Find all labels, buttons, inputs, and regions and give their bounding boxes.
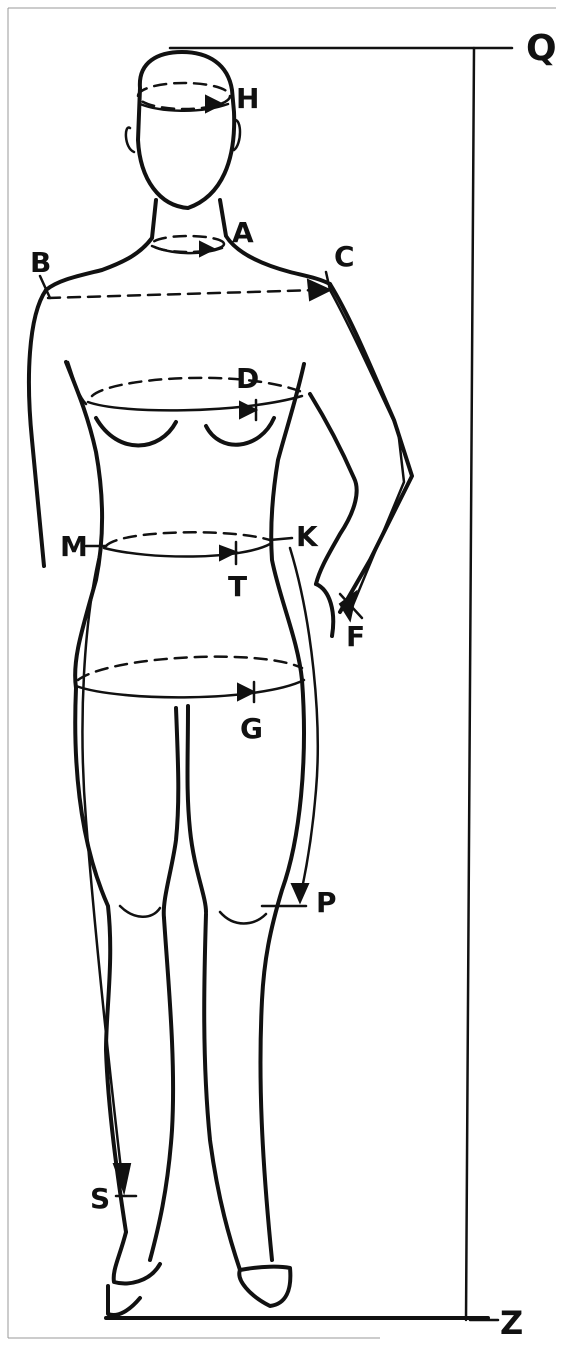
- label-p: P: [316, 886, 337, 919]
- label-g: G: [240, 712, 263, 745]
- measure-a-neck: [152, 236, 224, 256]
- measure-mk-waist: [86, 532, 292, 564]
- label-k: K: [296, 520, 319, 553]
- label-z: Z: [500, 1304, 523, 1342]
- figure-head: [126, 52, 240, 208]
- label-d: D: [236, 362, 259, 395]
- label-f: F: [346, 620, 365, 653]
- measure-kp-waist-to-knee: [262, 548, 318, 906]
- label-a: A: [232, 216, 254, 249]
- label-s: S: [90, 1182, 110, 1215]
- figure-neck-shoulders: [46, 200, 330, 290]
- measure-d-bust: [88, 378, 302, 420]
- label-t: T: [228, 570, 247, 603]
- label-q: Q: [526, 28, 557, 69]
- measure-qz-total-height: [170, 48, 512, 1320]
- measure-cf-arm-length: [330, 290, 404, 620]
- label-b: B: [30, 246, 51, 279]
- label-h: H: [236, 82, 259, 115]
- figure-left-arm: [29, 290, 86, 566]
- label-m: M: [60, 530, 88, 563]
- figure-feet: [106, 1232, 488, 1318]
- measure-g-hip: [76, 657, 304, 702]
- label-c: C: [334, 240, 355, 273]
- measure-h-head: [138, 83, 230, 112]
